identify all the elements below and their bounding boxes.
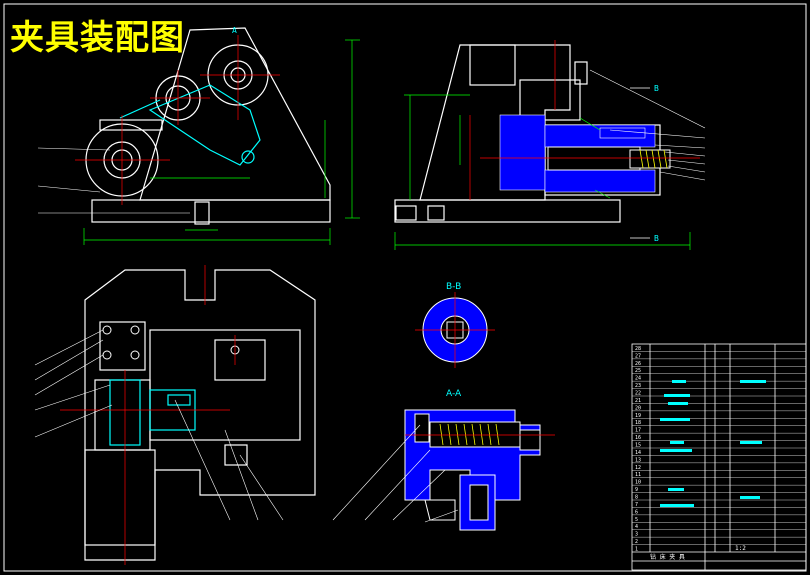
parts-table-row-number: 24 <box>635 376 641 382</box>
parts-table-row-number: 17 <box>635 428 641 434</box>
side-dimensions <box>394 94 691 250</box>
section-aa-leaders <box>332 424 459 523</box>
parts-table-row-number: 5 <box>635 517 638 523</box>
section-mark-b-bottom: B <box>654 234 659 243</box>
parts-table-footer-right: 1:2 <box>735 545 746 552</box>
front-leaders <box>37 147 190 214</box>
side-centerlines <box>469 40 700 200</box>
parts-table-rows: 2827262524232221201918171615141312111098… <box>632 346 806 553</box>
parts-table-row-number: 23 <box>635 383 641 389</box>
parts-table-row-number: 10 <box>635 480 641 486</box>
parts-table-row-number: 7 <box>635 502 638 508</box>
parts-table-row-number: 8 <box>635 495 638 501</box>
parts-table-footer-left: 钻 床 夹 具 <box>650 553 685 561</box>
parts-table-row-number: 1 <box>635 547 638 553</box>
parts-table-row-number: 14 <box>635 450 641 456</box>
front-centerlines <box>75 35 280 205</box>
parts-table-row-number: 21 <box>635 398 641 404</box>
plan-bolts <box>102 325 240 360</box>
section-label-aa: A-A <box>446 389 462 399</box>
parts-table-row-number: 12 <box>635 465 641 471</box>
side-hatch <box>499 114 656 193</box>
parts-table-row-number: 6 <box>635 509 638 515</box>
drawing-title: 夹具装配图 <box>10 18 185 58</box>
side-bore <box>547 146 671 171</box>
front-view <box>85 27 331 225</box>
parts-table-fills <box>660 380 766 507</box>
parts-table-row-number: 4 <box>635 524 638 530</box>
parts-table-row-number: 2 <box>635 539 638 545</box>
section-marker-b <box>630 87 650 239</box>
side-thread <box>639 149 668 169</box>
parts-table-row-number: 13 <box>635 457 641 463</box>
parts-table <box>631 343 807 571</box>
drawing-border <box>3 3 807 572</box>
parts-table-row-number: 25 <box>635 368 641 374</box>
parts-table-row-number: 11 <box>635 472 641 478</box>
parts-table-row-number: 18 <box>635 420 641 426</box>
side-column <box>419 44 571 201</box>
front-lever <box>119 84 261 166</box>
front-base <box>91 199 331 223</box>
parts-table-row-number: 19 <box>635 413 641 419</box>
parts-table-row-number: 9 <box>635 487 638 493</box>
plan-centerlines <box>60 265 236 565</box>
parts-table-row-number: 3 <box>635 532 638 538</box>
parts-table-row-number: 15 <box>635 443 641 449</box>
section-mark-a-top: A <box>232 26 237 35</box>
plan-leaders <box>34 329 284 521</box>
section-aa-thread <box>439 423 500 446</box>
plan-cyan-parts <box>109 379 196 446</box>
parts-table-row-number: 22 <box>635 391 641 397</box>
side-base <box>394 199 621 223</box>
parts-table-row-number: 26 <box>635 361 641 367</box>
parts-table-row-number: 28 <box>635 346 641 352</box>
section-mark-b-top: B <box>654 84 659 93</box>
front-body <box>139 27 331 201</box>
front-dimensions <box>83 39 360 245</box>
side-leaders <box>589 69 706 181</box>
section-label-bb: B-B <box>446 282 462 292</box>
parts-table-row-number: 20 <box>635 405 641 411</box>
parts-table-row-number: 27 <box>635 353 641 359</box>
section-bb-view <box>415 292 495 368</box>
parts-table-row-number: 16 <box>635 435 641 441</box>
